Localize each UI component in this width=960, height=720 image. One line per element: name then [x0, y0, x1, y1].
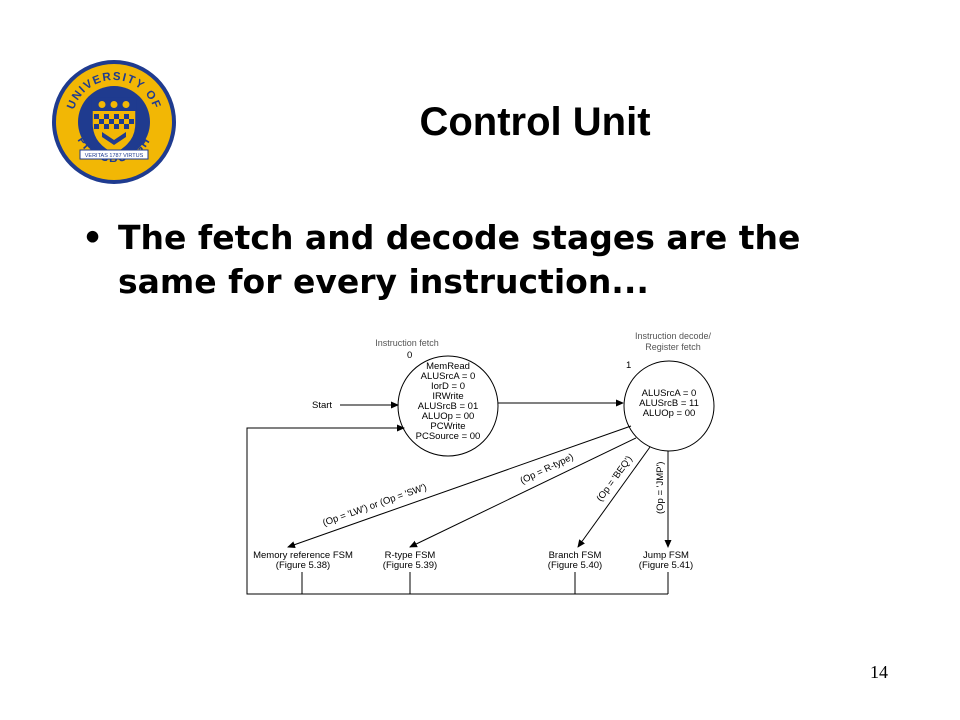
state1-number: 1	[626, 360, 631, 371]
state0-signal: MemRead	[426, 361, 470, 372]
state0-signal: ALUSrcB = 01	[418, 401, 478, 412]
state1-signals: ALUSrcA = 0 ALUSrcB = 11 ALUOp = 00	[639, 388, 699, 419]
target-name: Memory reference FSM	[253, 550, 353, 561]
page-number: 14	[870, 662, 888, 682]
start-label: Start	[312, 400, 332, 411]
university-seal-logo: UNIVERSITY OF PITTSBURGH VERITAS 1787 VI…	[52, 60, 176, 184]
target-name: Jump FSM	[643, 550, 689, 561]
slide-title: Control Unit	[419, 100, 651, 144]
state0-signal: PCWrite	[430, 421, 465, 432]
state0-label: Instruction fetch	[375, 338, 439, 348]
bullet-point: • The fetch and decode stages are the sa…	[82, 216, 902, 304]
state0-number: 0	[407, 350, 412, 361]
state0-signal: PCSource = 00	[416, 431, 481, 442]
state1-circle	[623, 360, 715, 452]
state0-signal: ALUOp = 00	[422, 411, 475, 422]
transition-jump-label: (Op = 'JMP')	[655, 462, 666, 514]
bullet-dot-icon: •	[82, 218, 104, 257]
state1-label-line2: Register fetch	[645, 342, 701, 352]
state0-signal: ALUSrcA = 0	[421, 371, 476, 382]
state1-signal: ALUSrcB = 11	[639, 398, 699, 409]
transition-memref-label: (Op = 'LW') or (Op = 'SW')	[321, 482, 428, 529]
fsm-targets: Memory reference FSM (Figure 5.38) R-typ…	[253, 550, 693, 571]
target-name: Branch FSM	[549, 550, 602, 561]
state1-signal: ALUOp = 00	[643, 408, 696, 419]
state0-signals: MemRead ALUSrcA = 0 IorD = 0 IRWrite ALU…	[416, 361, 481, 442]
target-figure: (Figure 5.40)	[548, 560, 602, 571]
state0-signal: IorD = 0	[431, 381, 465, 392]
return-path	[246, 424, 668, 595]
state1-label-line1: Instruction decode/	[635, 331, 712, 341]
target-figure: (Figure 5.38)	[276, 560, 330, 571]
seal-ribbon-text: VERITAS 1787 VIRTUS	[85, 153, 144, 159]
target-figure: (Figure 5.39)	[383, 560, 437, 571]
bullet-text: The fetch and decode stages are the same…	[118, 218, 801, 301]
fsm-diagram: Instruction fetch 0 MemRead ALUSrcA = 0 …	[246, 331, 715, 595]
target-figure: (Figure 5.41)	[639, 560, 693, 571]
state1-signal: ALUSrcA = 0	[642, 388, 697, 399]
target-name: R-type FSM	[385, 550, 436, 561]
state0-signal: IRWrite	[432, 391, 463, 402]
